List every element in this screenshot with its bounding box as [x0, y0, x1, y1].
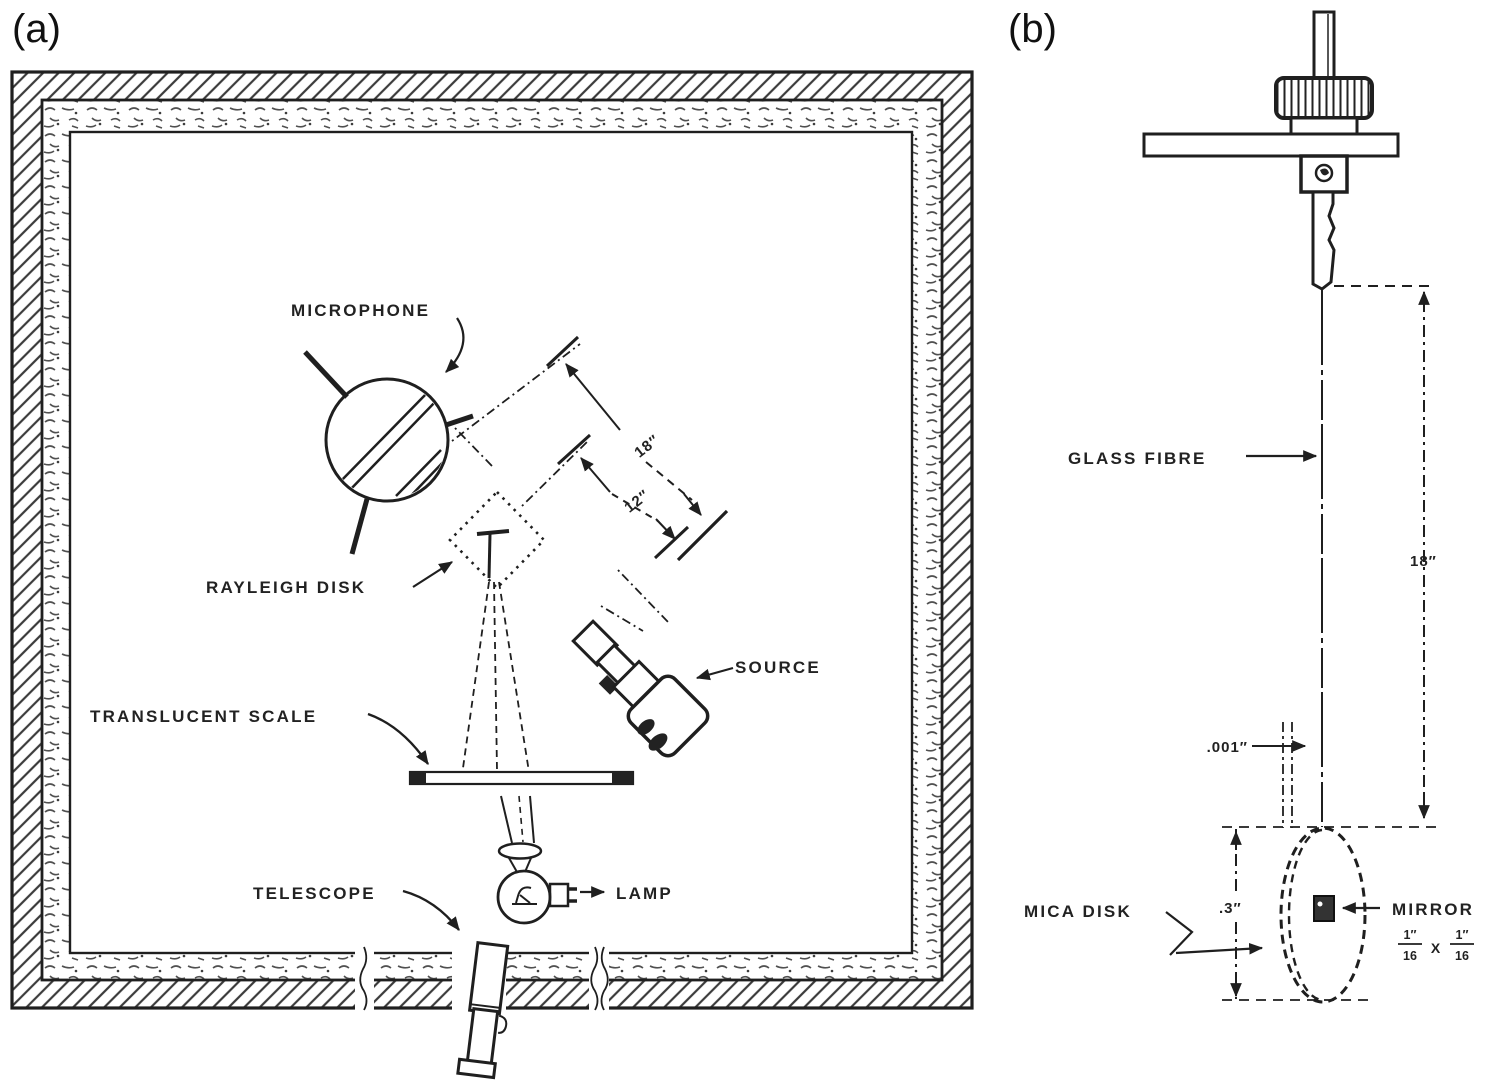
translucent-scale-leader-arrow	[367, 712, 429, 765]
lamp	[496, 869, 577, 925]
panel-b: (b) GLASS FIBRE 18″	[1008, 7, 1474, 1004]
mirror-size-times: X	[1431, 940, 1441, 956]
source-label: SOURCE	[735, 658, 821, 677]
dim-disk-thickness: .001″	[1207, 739, 1248, 756]
fibre-length-dimension	[1334, 285, 1436, 820]
disk-thickness-dimension	[1252, 722, 1307, 828]
sound-chamber-wall	[10, 70, 974, 1010]
mica-disk-label: MICA DISK	[1024, 902, 1132, 921]
telescope-leader-arrow	[402, 889, 460, 931]
dim-fibre-length: 18″	[1410, 553, 1437, 570]
mica-disk-leader-bracket	[1165, 911, 1194, 956]
rayleigh-disk-label: RAYLEIGH DISK	[206, 578, 366, 597]
telescope-clamp-screw	[497, 1014, 508, 1034]
sound-source	[571, 619, 710, 758]
source-driver-unit	[571, 619, 710, 758]
lamp-filament	[512, 886, 537, 905]
inner-absorbent-lining	[42, 100, 942, 980]
translucent-scale-label: TRANSLUCENT SCALE	[90, 707, 317, 726]
rays-disk-to-scale	[462, 581, 530, 773]
adjusting-rod	[1312, 10, 1336, 82]
source-shading	[648, 733, 668, 751]
dim-mic-to-source: 18″	[631, 431, 663, 461]
suspension-head	[1142, 10, 1400, 291]
source-shading	[637, 719, 655, 735]
microphone	[303, 350, 474, 555]
mirror-size-den2: 16	[1455, 949, 1469, 963]
condenser-lens	[497, 842, 543, 860]
mirror-label: MIRROR	[1392, 900, 1474, 919]
lamp-socket	[548, 882, 570, 908]
microphone-label: MICROPHONE	[291, 301, 430, 320]
translucent-scale	[408, 770, 635, 786]
lamp-label: LAMP	[616, 884, 673, 903]
microphone-ribbon-band	[337, 391, 446, 499]
dim-label-backing	[1212, 897, 1256, 919]
glass-fibre-label: GLASS FIBRE	[1068, 449, 1207, 468]
mirror-size: 1″ 16 X 1″ 16	[1398, 928, 1474, 963]
extension-lines	[451, 343, 669, 632]
rayleigh-disk	[448, 490, 546, 590]
panel-a-label: (a)	[12, 7, 61, 51]
knurled-knob	[1274, 76, 1374, 120]
dimension-chains	[451, 335, 729, 632]
telescope-label: TELESCOPE	[253, 884, 376, 903]
source-leader-arrow	[695, 666, 734, 681]
panel-a: (a)	[10, 7, 974, 1080]
mirror	[1313, 895, 1335, 922]
optical-path	[462, 581, 535, 873]
dim-disk-to-source: 12″	[621, 486, 653, 516]
mica-disk	[1222, 826, 1440, 1004]
telescope	[456, 940, 510, 1080]
dim-disk-radius: .3″	[1219, 900, 1242, 917]
outer-hatched-wall	[12, 72, 972, 1008]
disk-suspension-frame	[448, 490, 546, 590]
mounting-bar	[1142, 132, 1400, 158]
rayleigh-disk-leader-arrow	[412, 561, 453, 588]
mirror-size-num2: 1″	[1456, 928, 1469, 942]
microphone-leader-arrow	[445, 317, 465, 373]
mica-disk-leader-arrow	[1175, 942, 1264, 955]
mirror-size-den1: 16	[1403, 949, 1417, 963]
mirror-size-num1: 1″	[1404, 928, 1417, 942]
tapered-stem	[1311, 190, 1336, 291]
panel-b-label: (b)	[1008, 7, 1057, 51]
